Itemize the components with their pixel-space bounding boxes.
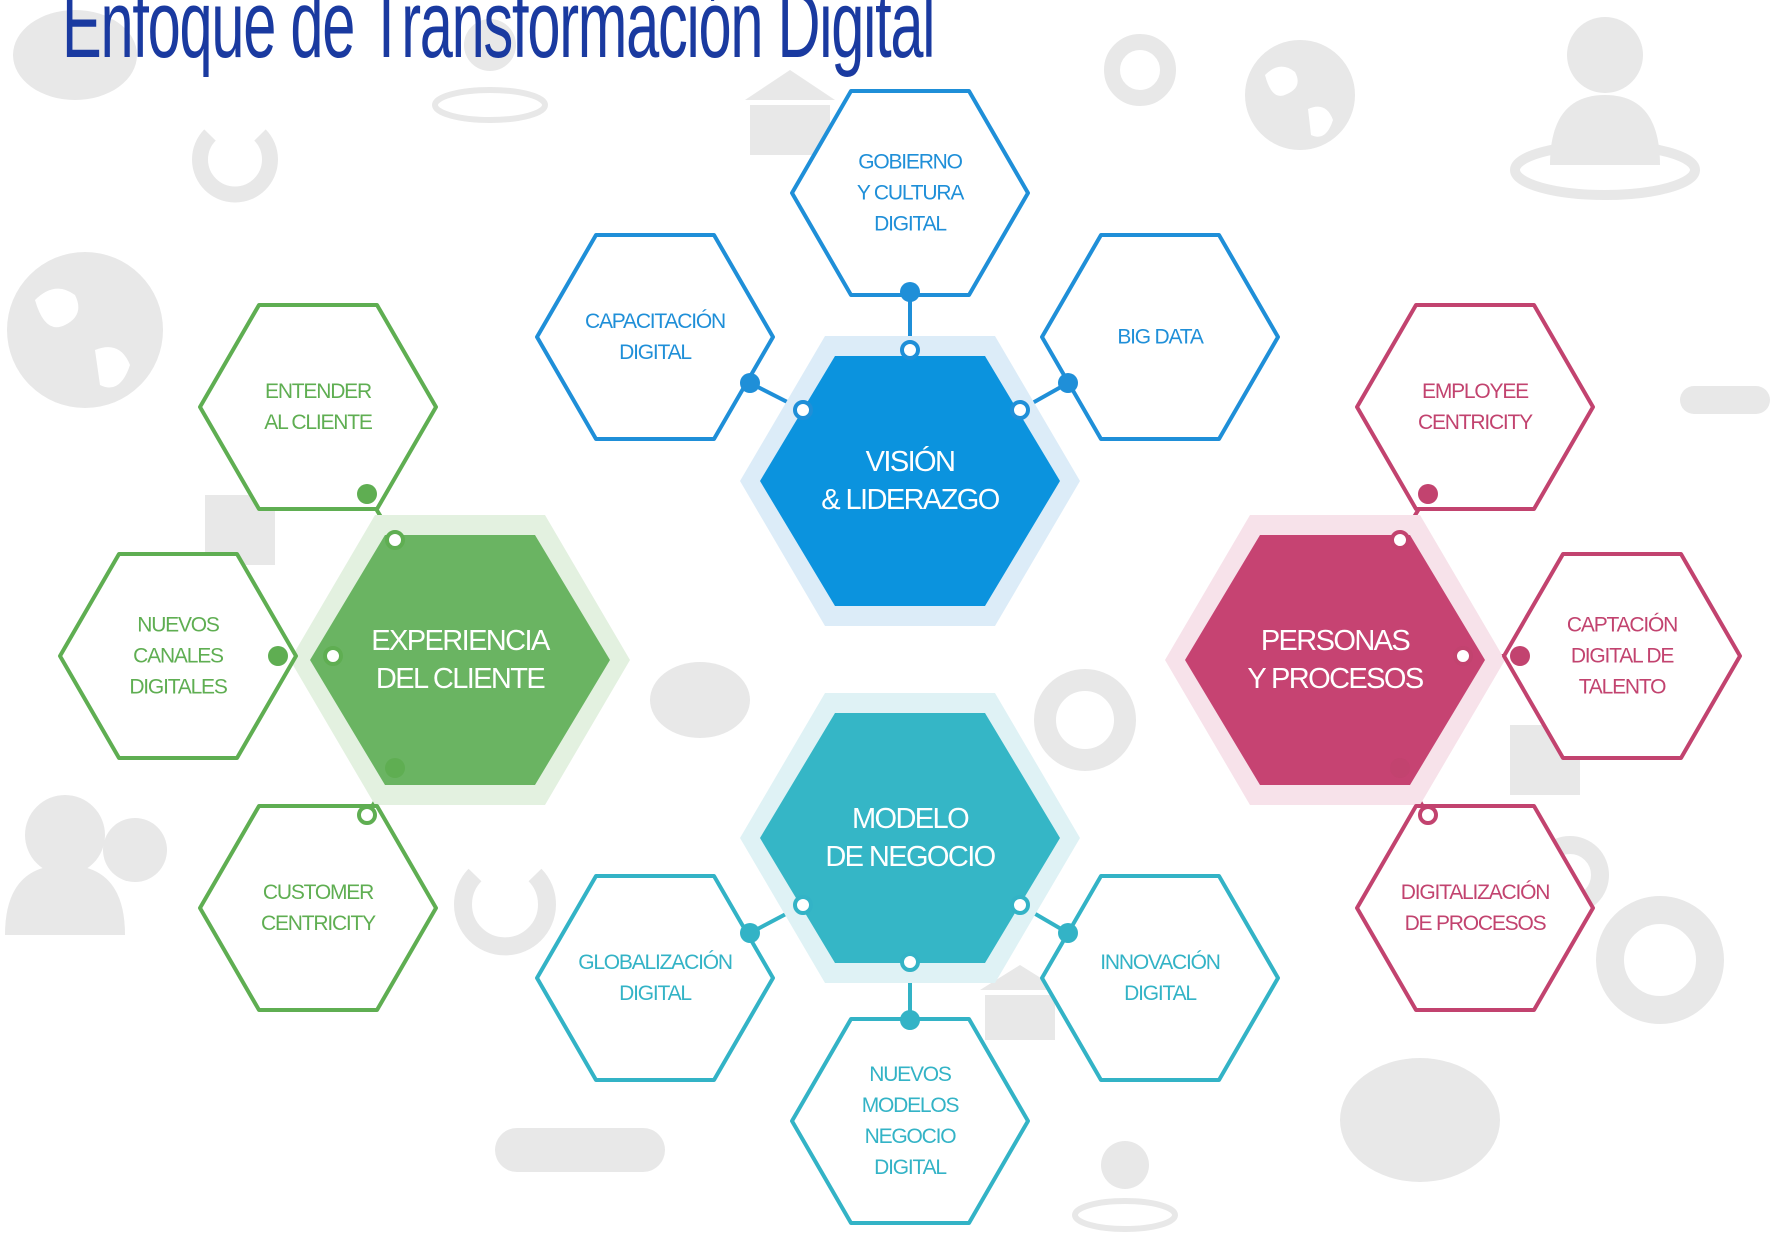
satellite-hexagon-vision-2 (1040, 233, 1280, 441)
link-dot-sat-vision-1 (900, 282, 920, 302)
satellite-label-entender: ENTENDER AL CLIENTE (264, 380, 373, 434)
satellite-label-nuevos-canales: NUEVOS CANALES DIGITALES (129, 613, 228, 699)
core-label-modelo: MODELO DE NEGOCIO (825, 803, 996, 873)
globe-icon (1245, 40, 1355, 150)
core-label-personas: PERSONAS Y PROCESOS (1247, 625, 1424, 695)
hexagon-nodes (58, 89, 1742, 1225)
core-hexagon-modelo (760, 713, 1060, 963)
satellite-hexagon-modelo-0 (535, 874, 775, 1082)
satellite-label-big-data: BIG DATA (1117, 325, 1204, 349)
satellite-hexagon-cliente-1 (58, 552, 298, 760)
brain-icon (1340, 1058, 1500, 1182)
satellite-label-nuevos-modelos: NUEVOS MODELOS NEGOCIO DIGITAL (861, 1063, 960, 1179)
brain-icon (650, 662, 750, 738)
gear-icon (1034, 669, 1136, 771)
satellite-hexagon-vision-1 (790, 89, 1030, 297)
satellite-hexagon-personas-1 (1502, 552, 1742, 760)
core-hexagon-personas (1185, 535, 1485, 785)
link-dot-sat-personas-1 (1510, 646, 1530, 666)
link-dot-sat-cliente-0 (357, 484, 377, 504)
person-icon (1510, 17, 1700, 200)
bank-icon (980, 965, 1060, 1040)
satellite-label-digitalizacion: DIGITALIZACIÓN DE PROCESOS (1400, 881, 1551, 935)
link-dot-core-modelo-1 (900, 952, 920, 972)
link-dot-core-personas-2 (1418, 805, 1438, 825)
core-label-cliente: EXPERIENCIA DEL CLIENTE (371, 625, 550, 695)
link-dot-core-vision-2 (1010, 400, 1030, 420)
link-dot-core-personas-1 (1453, 646, 1473, 666)
link-dot-sat-vision-2 (1058, 373, 1078, 393)
satellite-label-customer: CUSTOMER CENTRICITY (260, 881, 376, 935)
satellite-label-employee: EMPLOYEE CENTRICITY (1417, 380, 1533, 434)
satellite-hexagon-cliente-0 (198, 303, 438, 511)
page-title: Enfoque de Transformación Digital (62, 0, 935, 78)
link-dot-sat-vision-0 (740, 373, 760, 393)
globe-icon (7, 252, 163, 408)
link-dot-core-cliente-2 (357, 805, 377, 825)
satellite-label-capacitacion: CAPACITACIÓN DIGITAL (584, 310, 726, 364)
gear-icon (1104, 34, 1176, 106)
link-dot-core-cliente-1 (323, 646, 343, 666)
link-dot-sat-cliente-1 (268, 646, 288, 666)
link-dot-core-vision-1 (900, 340, 920, 360)
gear-icon (1596, 896, 1724, 1024)
magnet-icon (454, 868, 556, 956)
core-hexagon-vision (760, 356, 1060, 606)
satellite-label-captacion: CAPTACIÓN DIGITAL DE TALENTO (1566, 613, 1678, 699)
core-label-vision: VISIÓN & LIDERAZGO (821, 446, 1000, 516)
link-dot-core-modelo-2 (1010, 895, 1030, 915)
magnet-icon (192, 129, 278, 203)
brain-icon (13, 10, 137, 100)
satellite-hexagon-personas-2 (1355, 804, 1595, 1012)
link-dot-sat-personas-2 (1390, 758, 1410, 778)
link-dot-core-modelo-0 (793, 895, 813, 915)
satellite-hexagon-modelo-1 (790, 1017, 1030, 1225)
link-dot-sat-personas-0 (1418, 484, 1438, 504)
person-icon (1072, 1141, 1178, 1232)
link-dot-core-vision-0 (793, 400, 813, 420)
satellite-label-gobierno: GOBIERNO Y CULTURA DIGITAL (856, 150, 964, 236)
link-dot-sat-modelo-2 (1058, 923, 1078, 943)
core-hexagon-cliente (310, 535, 610, 785)
satellite-label-globalizacion: GLOBALIZACIÓN DIGITAL (578, 951, 733, 1005)
link-dot-core-personas-0 (1390, 530, 1410, 550)
link-dot-sat-modelo-1 (900, 1010, 920, 1030)
link-dot-sat-cliente-2 (385, 758, 405, 778)
link-dot-core-cliente-0 (385, 530, 405, 550)
satellite-hexagon-vision-0 (535, 233, 775, 441)
people-group-icon (5, 795, 167, 935)
swiss-knife-icon (1680, 386, 1770, 414)
satellite-hexagon-cliente-2 (198, 804, 438, 1012)
swiss-knife-icon (495, 1128, 665, 1172)
satellite-label-innovacion: INNOVACIÓN DIGITAL (1100, 951, 1221, 1005)
link-dot-sat-modelo-0 (740, 923, 760, 943)
person-icon (432, 19, 548, 123)
satellite-hexagon-personas-0 (1355, 303, 1595, 511)
satellite-hexagon-modelo-2 (1040, 874, 1280, 1082)
